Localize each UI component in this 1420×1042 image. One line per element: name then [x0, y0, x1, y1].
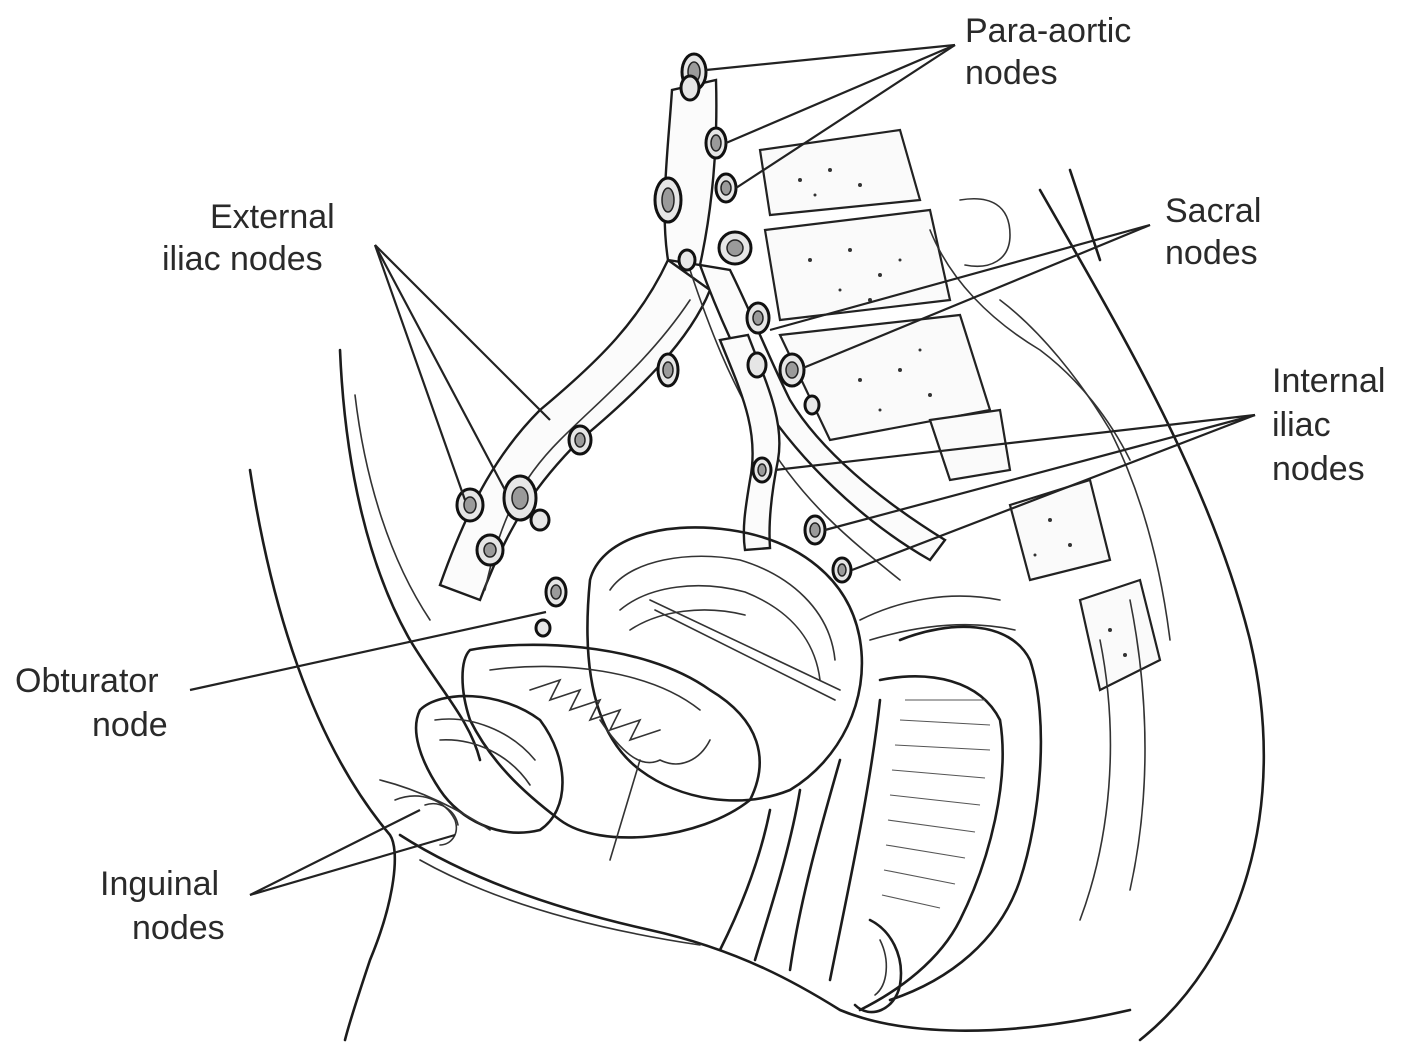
sacral-node — [780, 354, 804, 386]
sacral-node — [747, 303, 769, 333]
internal-iliac-node — [833, 558, 851, 582]
obturator-label: Obturator node — [15, 662, 168, 744]
para-aortic-label: Para-aortic nodes — [965, 12, 1141, 92]
external-iliac-node — [569, 426, 591, 454]
external-iliac-node — [477, 535, 503, 565]
para-aortic-node — [681, 76, 699, 100]
para-aortic-node — [716, 174, 736, 202]
obturator-node — [536, 620, 550, 636]
external-iliac-node — [531, 510, 549, 530]
internal-iliac-node — [753, 458, 771, 482]
internal-iliac-node — [805, 516, 825, 544]
external-iliac-label: External iliac nodes — [162, 198, 344, 278]
para-aortic-node — [655, 178, 681, 222]
internal-iliac-label: Internal iliac nodes — [1272, 362, 1395, 488]
sacral-node — [748, 353, 766, 377]
leader-lines — [190, 45, 1255, 895]
external-iliac-node — [504, 476, 536, 520]
inguinal-label: Inguinal nodes — [100, 865, 229, 947]
obturator-node — [546, 578, 566, 606]
para-aortic-node — [719, 232, 751, 264]
sacral-node — [805, 396, 819, 414]
external-iliac-node — [658, 354, 678, 386]
para-aortic-node — [679, 250, 695, 270]
external-iliac-node — [457, 489, 483, 521]
para-aortic-node — [706, 128, 726, 158]
sacral-label: Sacral nodes — [1165, 192, 1271, 272]
